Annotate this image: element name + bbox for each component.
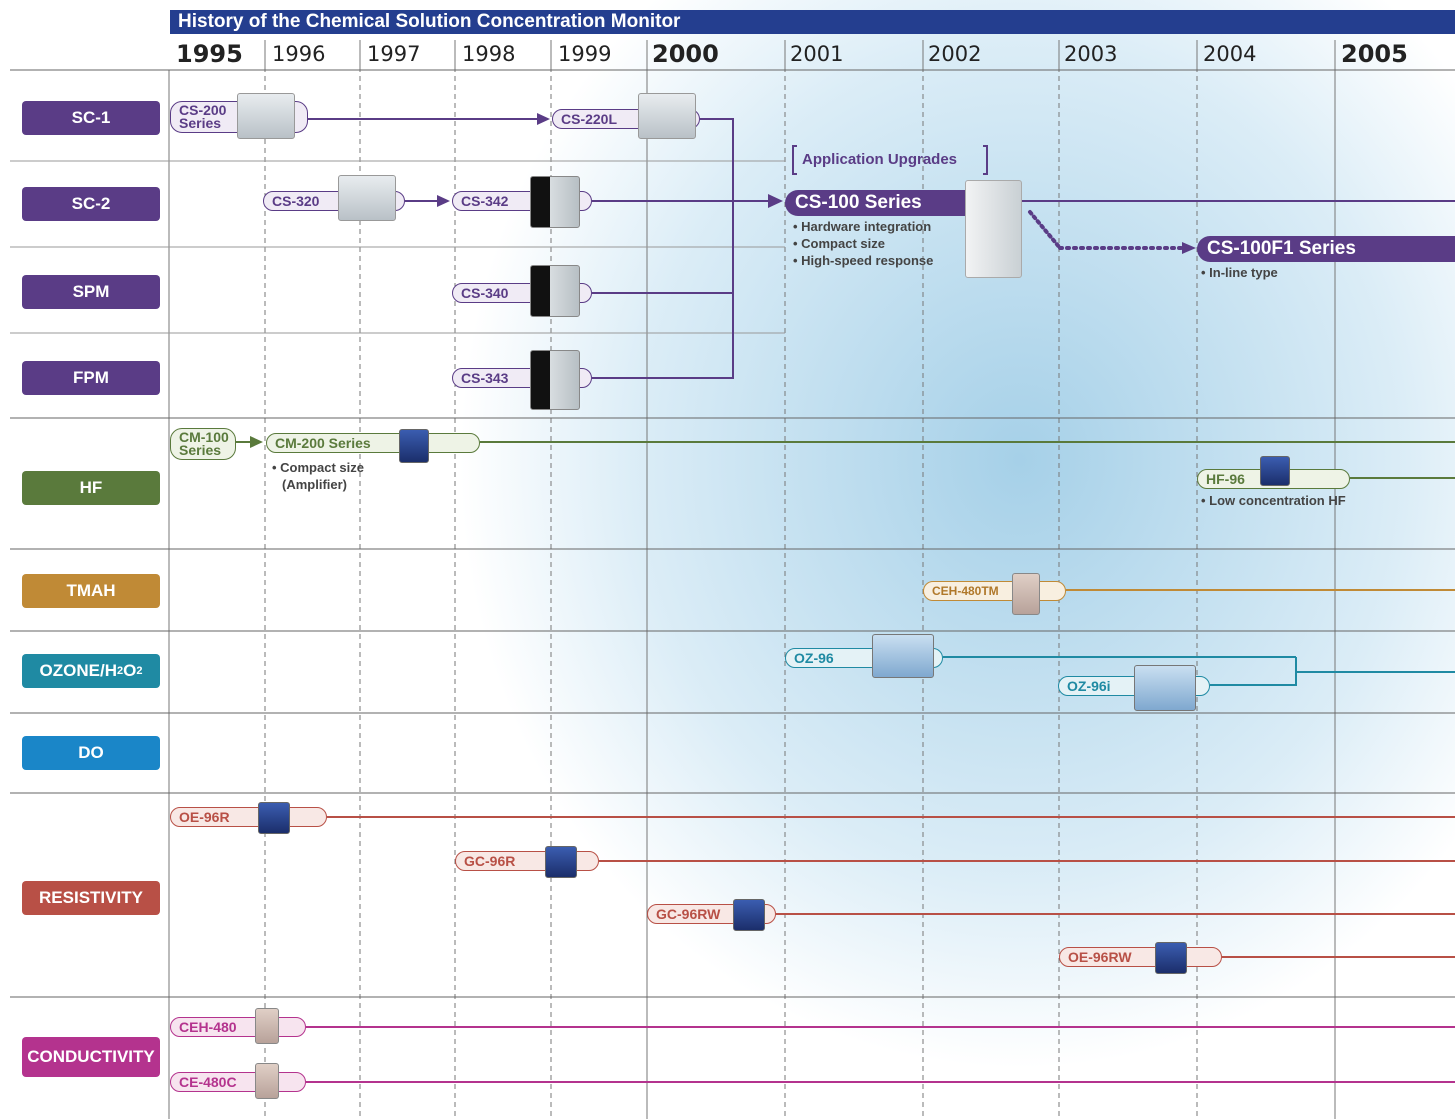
product-ceh480: CEH-480: [170, 1017, 306, 1037]
row-label-sc1: SC-1: [22, 101, 160, 135]
gc96rw-device-image: [733, 899, 765, 931]
year-1999: 1999: [558, 42, 612, 66]
year-2003: 2003: [1064, 42, 1118, 66]
oz96i-device-image: [1134, 665, 1196, 711]
ceh480-device-image: [255, 1008, 279, 1044]
cs100-note-3: • High-speed response: [793, 253, 934, 268]
product-cs100: CS-100 Series: [785, 190, 965, 216]
cs343-device-image: [530, 350, 580, 410]
product-oe96rw: OE-96RW: [1059, 947, 1222, 967]
row-label-do: DO: [22, 736, 160, 770]
product-ceh480tm: CEH-480TM: [923, 581, 1066, 601]
oz96-device-image: [872, 634, 934, 678]
cs320-device-image: [338, 175, 396, 221]
year-2000: 2000: [652, 40, 719, 68]
product-gc96r: GC-96R: [455, 851, 599, 871]
cs342-device-image: [530, 176, 580, 228]
year-2002: 2002: [928, 42, 982, 66]
gc96r-device-image: [545, 846, 577, 878]
product-ce480c: CE-480C: [170, 1072, 306, 1092]
row-label-sc2: SC-2: [22, 187, 160, 221]
row-label-conductivity: CONDUCTIVITY: [22, 1037, 160, 1077]
cs100-note-1: • Hardware integration: [793, 219, 932, 234]
ceh480tm-device-image: [1012, 573, 1040, 615]
cs200-device-image: [237, 93, 295, 139]
year-2001: 2001: [790, 42, 844, 66]
cs100f1-note: • In-line type: [1201, 265, 1278, 280]
product-cm200: CM-200 Series: [266, 433, 480, 453]
cm200-note-2: (Amplifier): [282, 477, 347, 492]
year-1995: 1995: [176, 40, 243, 68]
row-label-hf: HF: [22, 471, 160, 505]
cs100-note-2: • Compact size: [793, 236, 885, 251]
year-1996: 1996: [272, 42, 326, 66]
cm200-note-1: • Compact size: [272, 460, 364, 475]
row-label-spm: SPM: [22, 275, 160, 309]
year-1997: 1997: [367, 42, 421, 66]
row-label-fpm: FPM: [22, 361, 160, 395]
row-label-tmah: TMAH: [22, 574, 160, 608]
hf96-note: • Low concentration HF: [1201, 493, 1346, 508]
oe96rw-device-image: [1155, 942, 1187, 974]
row-label-resistivity: RESISTIVITY: [22, 881, 160, 915]
year-2005: 2005: [1341, 40, 1408, 68]
cm200-device-image: [399, 429, 429, 463]
product-cs100f1: CS-100F1 Series: [1197, 236, 1455, 262]
application-upgrades-label: Application Upgrades: [802, 151, 958, 168]
oe96r-device-image: [258, 802, 290, 834]
cs340-device-image: [530, 265, 580, 317]
year-1998: 1998: [462, 42, 516, 66]
ce480c-device-image: [255, 1063, 279, 1099]
chart-title: History of the Chemical Solution Concent…: [170, 10, 1455, 34]
product-oe96r: OE-96R: [170, 807, 327, 827]
year-2004: 2004: [1203, 42, 1257, 66]
cs220l-device-image: [638, 93, 696, 139]
hf96-device-image: [1260, 456, 1290, 486]
cs100-device-image: [965, 180, 1022, 278]
